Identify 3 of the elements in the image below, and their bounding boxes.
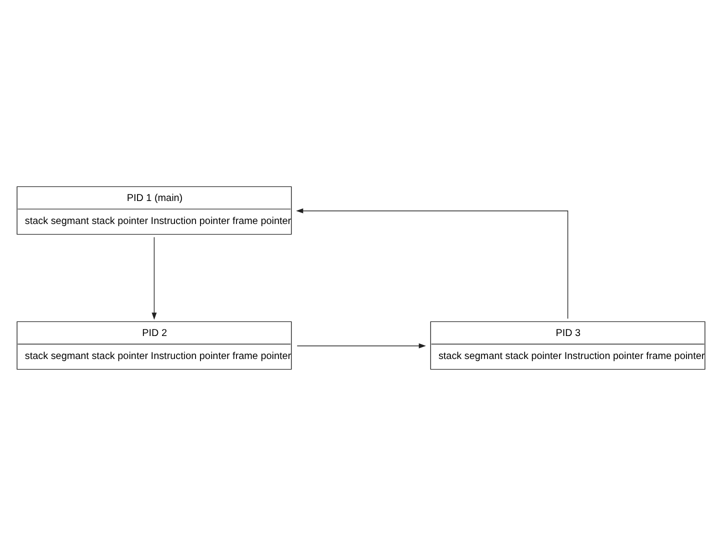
arrow [296,208,568,318]
arrow [152,236,157,320]
arrow [296,342,426,348]
